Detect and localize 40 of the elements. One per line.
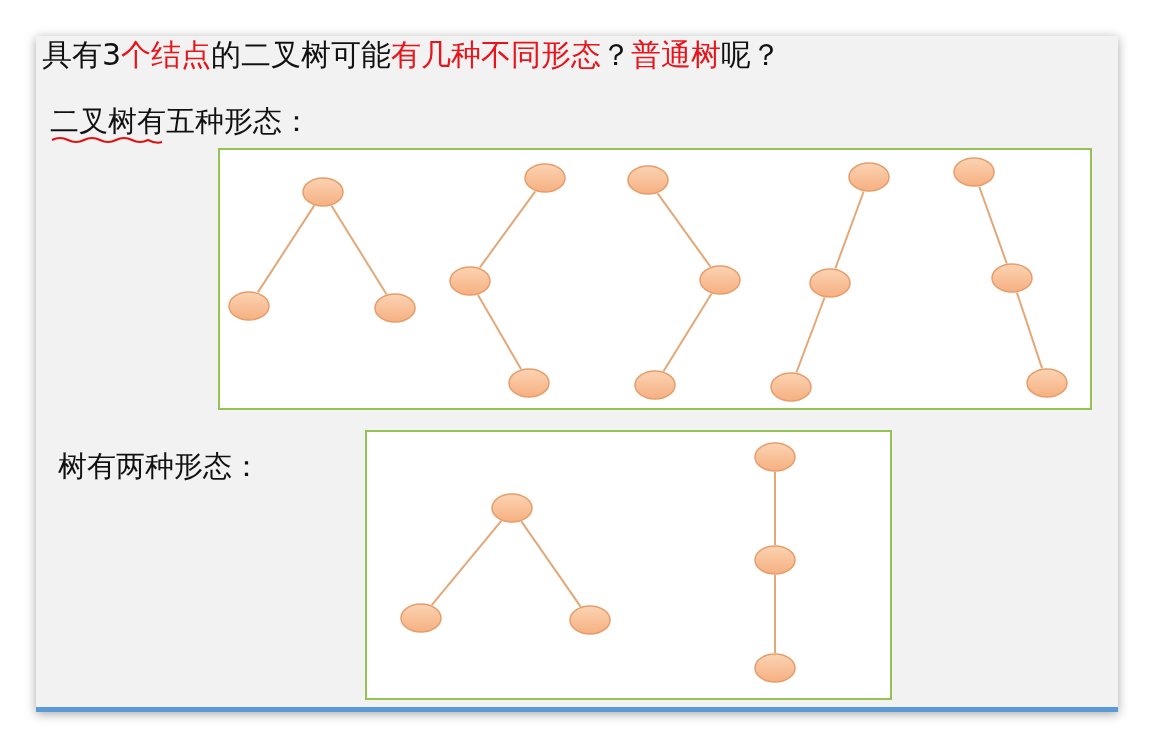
tree-edge — [256, 204, 316, 294]
tree-node — [627, 165, 669, 195]
tree-edge — [834, 190, 865, 270]
tree-node — [569, 605, 611, 635]
tree-edge — [774, 471, 776, 546]
tree-node — [491, 493, 533, 523]
tree-edge — [1015, 291, 1044, 370]
tree-node — [228, 291, 270, 321]
tree-node — [754, 653, 796, 683]
tree-edge — [477, 293, 522, 371]
tree-edge — [774, 574, 776, 654]
tree-edge — [656, 192, 712, 268]
title: 具有3个结点的二叉树可能有几种不同形态？普通树呢？ — [42, 38, 782, 72]
tree-edge — [662, 292, 713, 373]
tree-node — [634, 370, 676, 400]
tree-node — [754, 545, 796, 575]
tree-node — [1026, 368, 1068, 398]
tree-edge — [520, 520, 582, 608]
tree-node — [400, 603, 442, 633]
tree-node — [449, 266, 491, 296]
tree-node — [699, 265, 741, 295]
tree-node — [508, 368, 550, 398]
tree-node — [848, 162, 890, 192]
tree-node — [754, 442, 796, 472]
tree-node — [374, 293, 416, 323]
tree-edge — [430, 519, 503, 607]
tree-node — [809, 268, 851, 298]
tree-frame — [365, 430, 892, 700]
tree-edge — [330, 204, 388, 296]
tree-node — [302, 177, 344, 207]
tree-edge — [478, 190, 537, 269]
tree-node — [991, 263, 1033, 293]
tree-edge — [795, 296, 826, 374]
tree-edge — [978, 185, 1008, 265]
tree-frame — [218, 148, 1092, 410]
tree-node — [770, 372, 812, 402]
section-label: 二叉树有五种形态： — [50, 104, 311, 138]
section-label: 树有两种形态： — [58, 449, 261, 483]
tree-node — [953, 157, 995, 187]
tree-node — [524, 163, 566, 193]
